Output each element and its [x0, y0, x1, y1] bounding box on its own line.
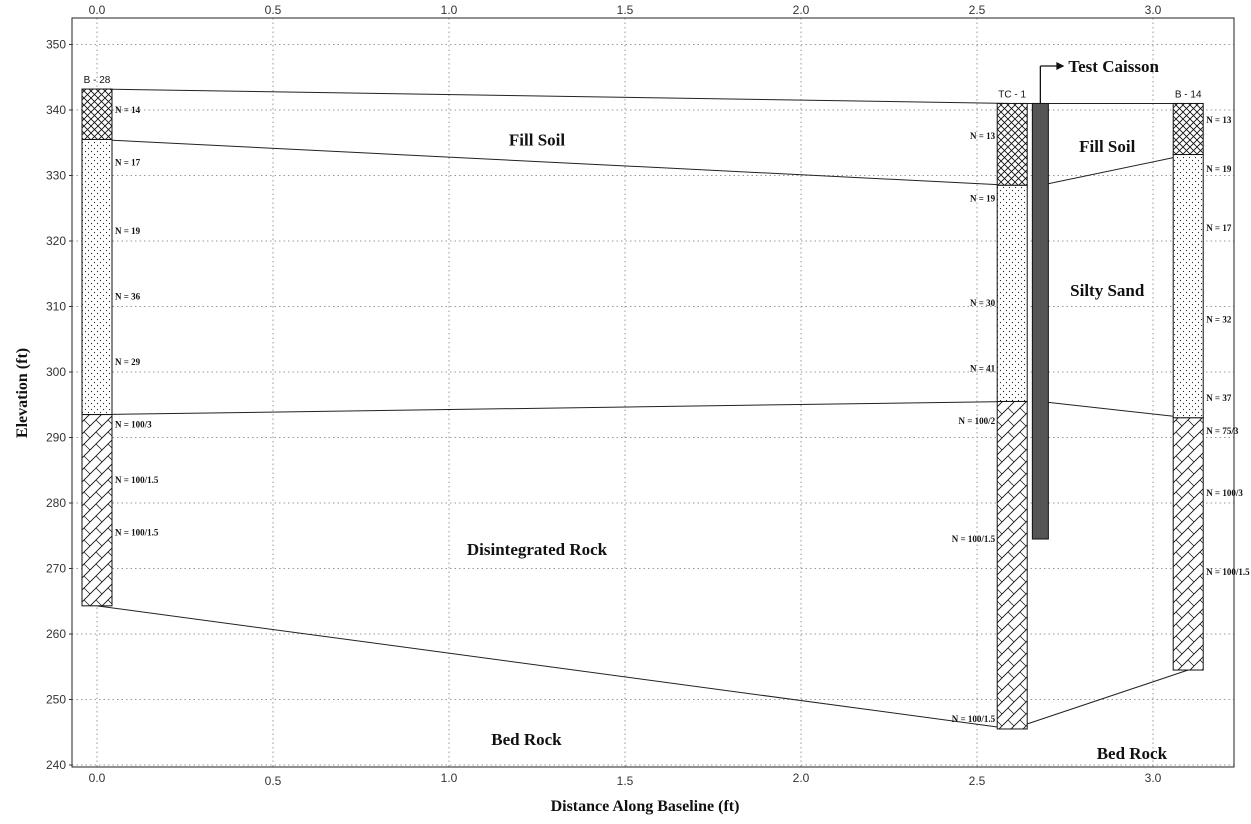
x-axis-top: 0.0 0.5 1.0 1.5 2.0 2.5 3.0: [89, 3, 1162, 17]
layer-label: Disintegrated Rock: [467, 540, 608, 559]
x-tick-label: 0.0: [89, 771, 106, 785]
plot-area: [72, 18, 1234, 767]
borehole-columns: B - 28 N = 14 N = 17 N = 19 N = 36 N = 29 N = …: [81, 75, 1250, 730]
spt-value: N = 41: [970, 364, 996, 374]
spt-value: N = 37: [1206, 393, 1232, 403]
caisson-label: Test Caisson: [1068, 57, 1159, 76]
layer-boundaries: [96, 88, 1189, 730]
borehole-layer-crosshatch: [996, 102, 1028, 186]
x-tick-label: 1.0: [441, 771, 458, 785]
spt-value: N = 13: [1206, 115, 1232, 125]
y-tick-label: 290: [46, 431, 66, 445]
spt-value: N = 100/2: [959, 416, 996, 426]
x-tick-label: 1.5: [617, 774, 634, 788]
layer-label: Silty Sand: [1070, 281, 1145, 300]
y-tick-label: 320: [46, 234, 66, 248]
x-tick-label-top: 3.0: [1145, 3, 1162, 17]
layer-boundary: [96, 138, 1013, 186]
x-tick-label: 2.0: [793, 771, 810, 785]
x-tick-label-top: 1.5: [617, 3, 634, 17]
test-caisson: Test Caisson: [1031, 57, 1159, 540]
spt-value: N = 19: [970, 193, 996, 203]
y-tick-label: 330: [46, 169, 66, 183]
caisson-shaft: [1031, 102, 1049, 540]
borehole-layer-diagonal: [81, 414, 113, 607]
borehole: TC - 1 N = 13 N = 19 N = 30 N = 41 N = 100/2N…: [952, 89, 1028, 730]
y-tick-label: 240: [46, 758, 66, 772]
borehole-layer-diagonal: [996, 400, 1028, 730]
borehole-name: B - 28: [84, 75, 111, 86]
borehole-layer-diagonal: [1172, 417, 1204, 671]
plot-frame: [71, 17, 1235, 768]
x-tick-label-top: 0.0: [89, 3, 106, 17]
x-tick-label-top: 2.5: [969, 3, 986, 17]
spt-value: N = 32: [1206, 315, 1232, 325]
layer-label: Bed Rock: [1097, 744, 1168, 763]
y-tick-label: 270: [46, 562, 66, 576]
spt-value: N = 19: [115, 226, 141, 236]
y-tick-label: 310: [46, 300, 66, 314]
y-axis-title: Elevation (ft): [14, 348, 31, 438]
layer-boundary: [1040, 400, 1189, 419]
borehole-layer-dots: [81, 138, 113, 416]
spt-value: N = 100/1.5: [115, 527, 159, 537]
borehole-layer-dots: [996, 184, 1028, 402]
spt-value: N = 75/3: [1206, 426, 1239, 436]
spt-value: N = 100/1.5: [952, 714, 996, 724]
x-tick-label-top: 0.5: [265, 3, 282, 17]
borehole-name: TC - 1: [998, 89, 1026, 100]
x-tick-label-top: 1.0: [441, 3, 458, 17]
borehole: B - 14 N = 13 N = 19 N = 17 N = 32 N = 37 N = …: [1172, 89, 1250, 671]
spt-value: N = 29: [115, 357, 141, 367]
layer-boundary: [96, 88, 1013, 104]
layer-label: Fill Soil: [1079, 137, 1135, 156]
x-tick-label-top: 2.0: [793, 3, 810, 17]
spt-value: N = 100/1.5: [952, 534, 996, 544]
borehole: B - 28 N = 14 N = 17 N = 19 N = 36 N = 29 N = …: [81, 75, 159, 607]
spt-value: N = 13: [970, 131, 996, 141]
layer-boundary: [1012, 669, 1189, 730]
spt-value: N = 100/3: [1206, 488, 1243, 498]
spt-value: N = 17: [115, 157, 141, 167]
spt-value: N = 14: [115, 105, 141, 115]
borehole-name: B - 14: [1175, 89, 1202, 100]
y-tick-label: 300: [46, 365, 66, 379]
x-tick-label: 2.5: [969, 774, 986, 788]
spt-value: N = 100/3: [115, 419, 152, 429]
borehole-layer-crosshatch: [1172, 102, 1204, 156]
x-axis-bottom: 0.0 0.5 1.0 1.5 2.0 2.5 3.0: [89, 771, 1162, 788]
spt-value: N = 100/1.5: [115, 475, 159, 485]
y-tick-label: 260: [46, 627, 66, 641]
spt-value: N = 17: [1206, 223, 1232, 233]
y-axis: 240 250 260 270 280 290 300 310 320 330 340 350: [46, 38, 72, 772]
x-axis-title: Distance Along Baseline (ft): [551, 798, 740, 815]
spt-value: N = 19: [1206, 164, 1232, 174]
layer-boundary: [1040, 154, 1189, 186]
borehole-layer-crosshatch: [81, 88, 113, 140]
y-tick-label: 280: [46, 496, 66, 510]
borehole-layer-dots: [1172, 154, 1204, 419]
y-tick-label: 250: [46, 693, 66, 707]
y-tick-label: 350: [46, 38, 66, 52]
x-tick-label: 3.0: [1145, 771, 1162, 785]
spt-value: N = 36: [115, 292, 141, 302]
x-tick-label: 0.5: [265, 774, 282, 788]
spt-value: N = 30: [970, 298, 996, 308]
arrow-icon: [1056, 62, 1065, 70]
layer-label: Bed Rock: [491, 730, 562, 749]
spt-value: N = 100/1.5: [1206, 567, 1250, 577]
layer-label: Fill Soil: [509, 130, 565, 149]
layer-boundary: [96, 400, 1013, 416]
layer-boundary: [96, 605, 1013, 730]
y-tick-label: 340: [46, 103, 66, 117]
